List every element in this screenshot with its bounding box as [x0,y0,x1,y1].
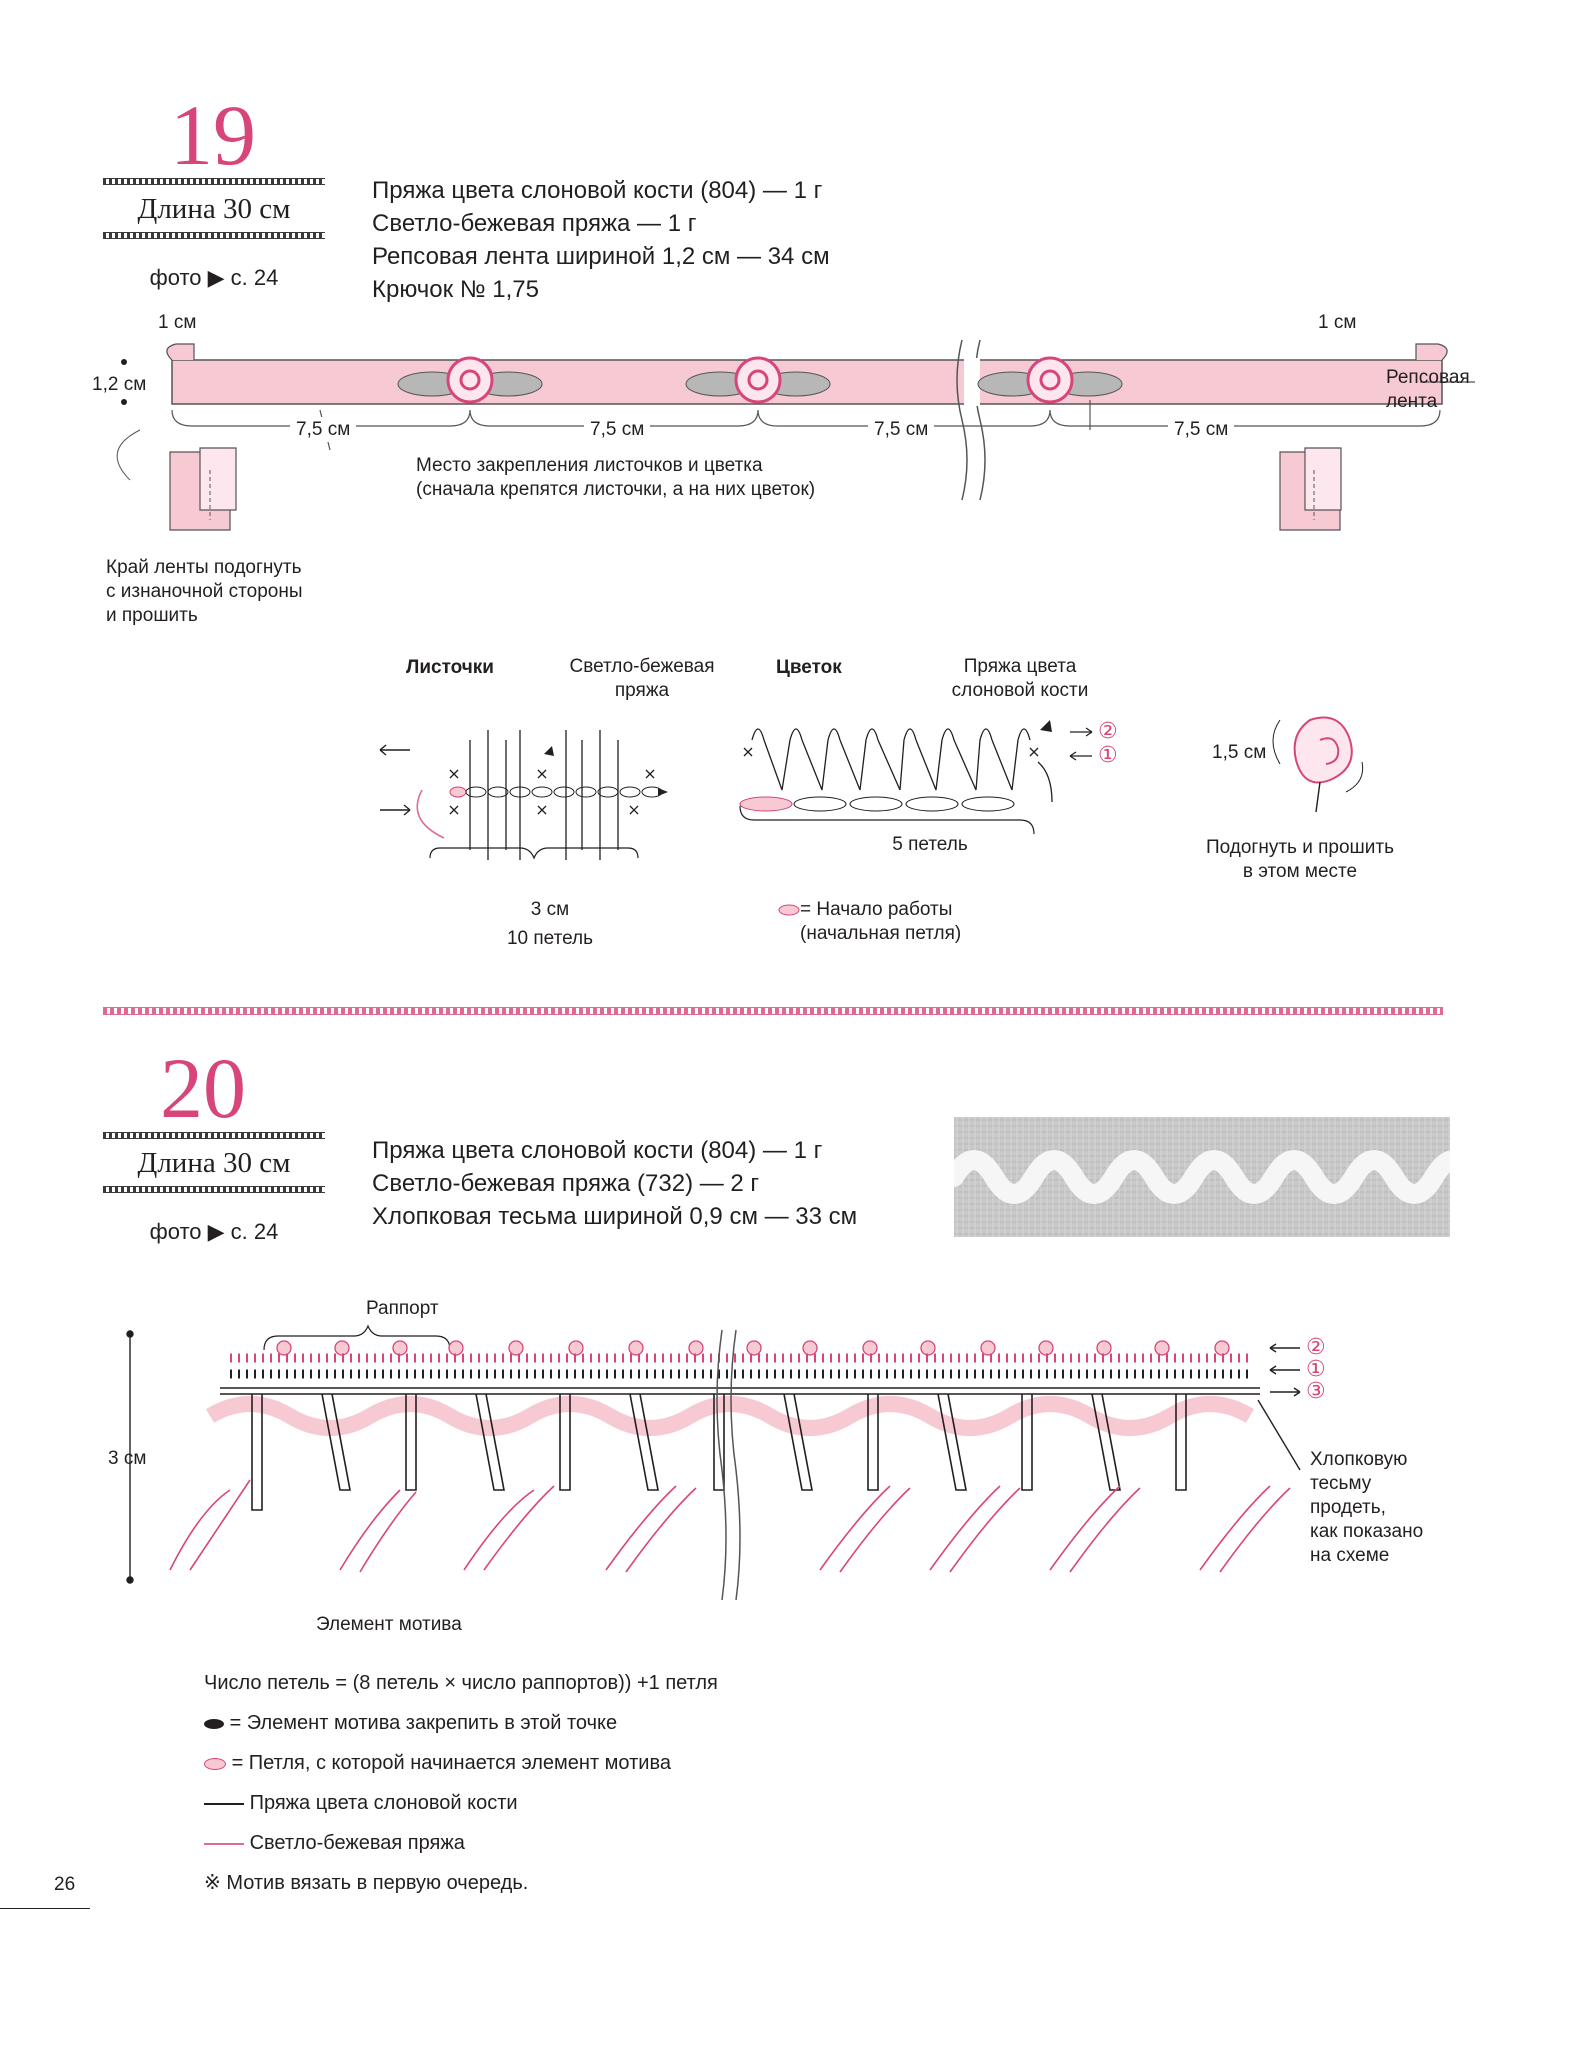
chain-row [449,786,663,798]
section-20-number: 20 [160,1040,246,1136]
folded-end-left [116,429,237,531]
flower-stitches: 5 петель [892,834,968,855]
attach-note: Место закрепления листочков и цветка (сн… [416,455,816,500]
section-19-length-box: Длина 30 см [103,178,325,239]
legend-text: Пряжа цвета слоновой кости [249,1792,518,1814]
section-20-photo-ref: фото ▶ с. 24 [149,1219,279,1244]
leaves-chart [379,730,668,860]
section-19-materials: Пряжа цвета слоновой кости (804) — 1 г С… [372,174,830,306]
height-label: 3 см [108,1448,147,1469]
legend-text: = Элемент мотива закрепить в этой точке [229,1712,618,1734]
page-number: 26 [54,1874,76,1895]
chain-loops [251,1393,1187,1511]
leaves-yarn: Светло-бежевая пряжа [569,656,715,701]
leaf-flower-group [397,356,543,404]
rickrack-photo [954,1117,1450,1237]
spacing-label: 7,5 см [868,417,935,442]
repeat-label: Раппорт [366,1298,439,1319]
material-line: Светло-бежевая пряжа (732) — 2 г [372,1170,760,1197]
ivory-yarn-line [204,1802,244,1805]
flower-sew-note: Подогнуть и прошить в этом месте [1205,837,1395,882]
dotted-rule [103,232,325,239]
section-20-materials: Пряжа цвета слоновой кости (804) — 1 г С… [372,1134,857,1233]
tape-note: Хлопковую тесьму продеть, как показано н… [1310,1449,1424,1566]
attach-point-symbol [204,1718,224,1729]
footer-rule [0,1908,90,1909]
motif-elements [169,1479,1291,1573]
spacing-label: 7,5 см [584,417,651,442]
flower-row-marker-2: ② [1098,718,1118,743]
left-fold [166,343,195,361]
start-legend: = Начало работы (начальная петля) [800,899,962,944]
flower-row-marker-1: ① [1098,742,1118,767]
leaves-width: 3 см [530,899,570,920]
flower-size: 1,5 см [1212,742,1267,763]
leaf-flower-group [685,356,831,404]
material-line: Крючок № 1,75 [372,276,539,303]
legend-note: ※ Мотив вязать в первую очередь. [204,1872,529,1894]
section-20-length-box: Длина 30 см [103,1132,325,1193]
material-line: Пряжа цвета слоновой кости (804) — 1 г [372,1137,823,1164]
material-line: Хлопковая тесьма шириной 0,9 см — 33 см [372,1203,858,1230]
spacing-label: 7,5 см [290,417,357,442]
flower-title: Цветок [776,657,842,678]
section-20-length: Длина 30 см [137,1147,291,1179]
edging-row-marker-3: ③ [1306,1378,1326,1403]
flower-chain-row [739,796,1015,812]
legend-text: = Петля, с которой начинается элемент мо… [231,1752,671,1774]
edging-row-marker-1: ① [1306,1356,1326,1381]
legend-text: Светло-бежевая пряжа [249,1832,465,1854]
rolled-flower-illustration [1272,716,1364,813]
dotted-rule [103,178,325,185]
leaves-stitches: 10 петель [506,928,594,949]
ribbon-label: Репсовая лента [1386,367,1470,412]
picot-row [276,1340,1230,1356]
dotted-rule [103,1186,325,1193]
motif-label: Элемент мотива [316,1614,462,1635]
section-19-photo-ref: фото ▶ с. 24 [149,265,279,290]
right-fold [1415,343,1448,361]
legend-beige-yarn: Светло-бежевая пряжа [204,1830,718,1856]
flower-yarn: Пряжа цвета слоновой кости [951,656,1089,701]
left-fold-label: 1 см [158,312,197,333]
folded-end-right [1279,447,1342,531]
material-line: Светло-бежевая пряжа — 1 г [372,210,697,237]
legend-start-loop: = Петля, с которой начинается элемент мо… [204,1750,718,1776]
leaf-flower-group [977,356,1123,404]
leaves-title: Листочки [406,657,494,678]
flower-chart [739,720,1093,835]
spacing-label: 7,5 см [1168,417,1235,442]
section-separator [103,1007,1443,1015]
right-fold-label: 1 см [1318,312,1357,333]
beige-yarn-line [204,1842,244,1845]
ribbon-diagram [116,339,1475,531]
cotton-tape [205,1396,1255,1436]
legend-ivory-yarn: Пряжа цвета слоновой кости [204,1790,718,1816]
legend-attach-point: = Элемент мотива закрепить в этой точке [204,1710,718,1736]
spacing-dimension [171,409,1441,427]
edging-row-marker-2: ② [1306,1334,1326,1359]
fold-note: Край ленты подогнуть с изнаночной сторон… [106,557,303,626]
material-line: Репсовая лента шириной 1,2 см — 34 см [372,243,830,270]
legend-stitch-count: Число петель = (8 петель × число раппорт… [204,1672,718,1694]
section-20-legend: Число петель = (8 петель × число раппорт… [204,1670,718,1896]
ribbon-width-label: 1,2 см [92,374,147,395]
section-19-number: 19 [170,87,256,183]
section-19-length: Длина 30 см [137,193,291,225]
dotted-rule [103,1132,325,1139]
edging-diagram [126,1324,1301,1600]
break-mark [956,339,968,501]
material-line: Пряжа цвета слоновой кости (804) — 1 г [372,177,823,204]
start-loop-symbol [204,1757,226,1770]
start-loop-symbol [778,904,800,916]
